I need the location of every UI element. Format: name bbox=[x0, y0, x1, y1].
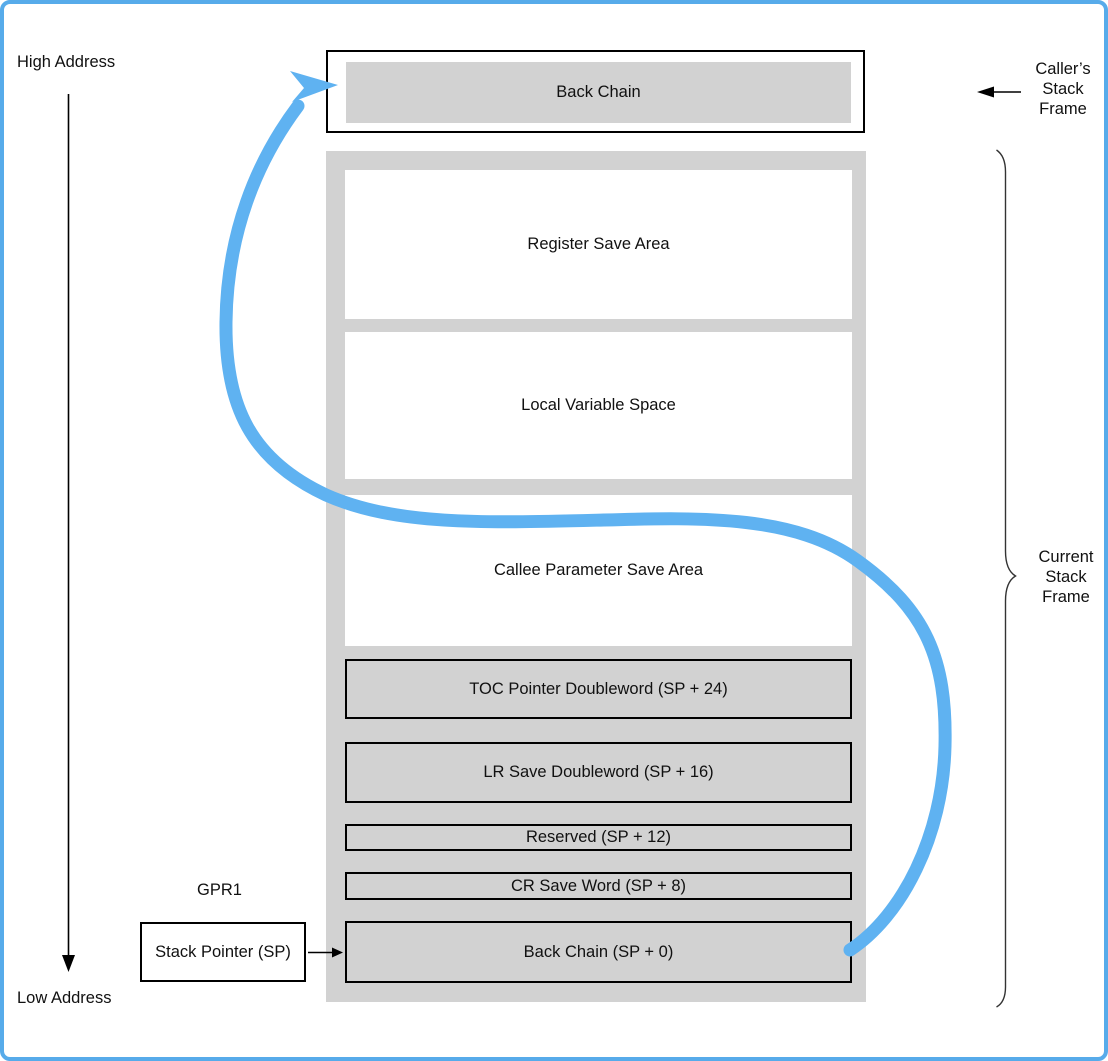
current-stack-frame-label-line1: Current bbox=[1038, 548, 1094, 566]
stack-pointer-box: Stack Pointer (SP) bbox=[140, 922, 306, 982]
stack-row-local-variable-space: Local Variable Space bbox=[345, 332, 852, 479]
stack-row-label: TOC Pointer Doubleword (SP + 24) bbox=[469, 679, 728, 698]
low-address-label: Low Address bbox=[17, 989, 112, 1007]
caller-back-chain-label: Back Chain bbox=[556, 83, 641, 101]
current-stack-frame-label-line2: Stack bbox=[1045, 568, 1087, 586]
caller-frame-left-arrow-icon bbox=[977, 86, 994, 98]
caller-stack-frame-box: Back Chain bbox=[326, 50, 865, 133]
stack-row-label: CR Save Word (SP + 8) bbox=[511, 876, 686, 895]
callers-stack-frame-label-line1: Caller’s bbox=[1035, 60, 1091, 78]
current-frame-brace bbox=[996, 149, 1017, 1008]
callers-stack-frame-label-line3: Frame bbox=[1039, 100, 1087, 118]
current-stack-frame-container: Register Save Area Local Variable Space … bbox=[326, 151, 866, 1002]
stack-row-label: Back Chain (SP + 0) bbox=[523, 942, 674, 961]
current-stack-frame-label: Current Stack Frame bbox=[1016, 547, 1104, 607]
stack-row-lr-save-doubleword: LR Save Doubleword (SP + 16) bbox=[345, 742, 852, 803]
current-stack-frame-label-line3: Frame bbox=[1042, 588, 1090, 606]
stack-row-label: Reserved (SP + 12) bbox=[525, 828, 672, 846]
callers-stack-frame-label: Caller’s Stack Frame bbox=[1023, 59, 1103, 119]
stack-row-reserved: Reserved (SP + 12) bbox=[345, 824, 852, 851]
stack-row-cr-save-word: CR Save Word (SP + 8) bbox=[345, 872, 852, 900]
stack-row-register-save-area: Register Save Area bbox=[345, 170, 852, 319]
stack-row-label: LR Save Doubleword (SP + 16) bbox=[483, 763, 714, 781]
caller-back-chain-cell: Back Chain bbox=[346, 62, 851, 123]
stack-row-label: Local Variable Space bbox=[521, 396, 676, 414]
address-axis-down-arrow-icon bbox=[62, 955, 75, 972]
stack-row-label: Register Save Area bbox=[527, 235, 670, 253]
stack-row-toc-pointer-doubleword: TOC Pointer Doubleword (SP + 24) bbox=[345, 659, 852, 719]
stack-pointer-label: Stack Pointer (SP) bbox=[155, 942, 291, 961]
gpr1-label: GPR1 bbox=[197, 881, 242, 899]
stack-row-callee-parameter-save-area: Callee Parameter Save Area bbox=[345, 495, 852, 646]
stack-row-back-chain: Back Chain (SP + 0) bbox=[345, 921, 852, 983]
high-address-label: High Address bbox=[17, 53, 116, 71]
callers-stack-frame-label-line2: Stack bbox=[1042, 80, 1084, 98]
stack-row-label: Callee Parameter Save Area bbox=[493, 561, 704, 579]
